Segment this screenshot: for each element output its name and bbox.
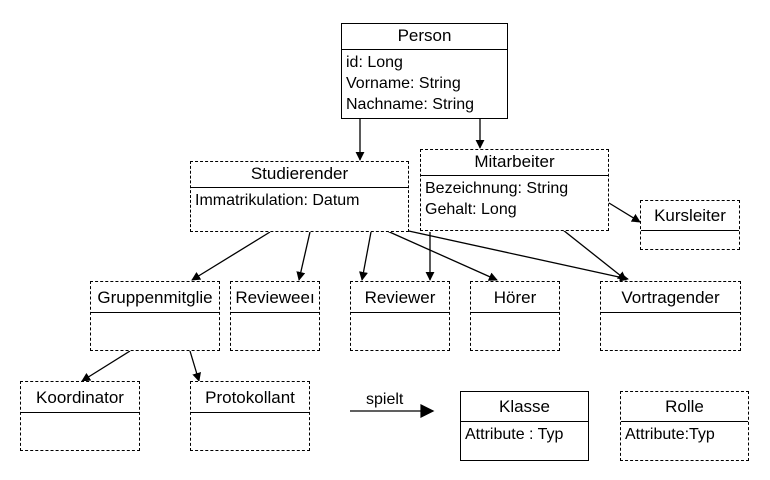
role-vortragender: Vortragender [600, 281, 741, 351]
role-protokollant: Protokollant [190, 381, 310, 451]
arrow-studierender-reviewee [296, 231, 311, 281]
role-hoerer: Hörer [470, 281, 560, 351]
legend-rolle-attribute: Attribute:Typ [625, 426, 715, 443]
role-gruppenmitglied-name: Gruppenmitglie [91, 282, 219, 313]
arrow-mitarbeiter-vortragender [562, 229, 627, 281]
role-protokollant-name: Protokollant [191, 382, 309, 413]
arrow-studierender-gruppenmitglied [191, 231, 271, 281]
legend-klasse-name: Klasse [461, 392, 588, 422]
role-reviewee: Revieweeı [230, 281, 320, 351]
attribute-nachname: Nachname: String [346, 96, 475, 113]
attribute-vorname: Vorname: String [346, 75, 461, 92]
role-gruppenmitglied: Gruppenmitglie [90, 281, 220, 351]
arrow-studierender-vortragender [394, 227, 629, 282]
role-mitarbeiter-attributes: Bezeichnung: String Gehalt: Long [421, 176, 608, 222]
role-studierender-name: Studierender [191, 162, 408, 188]
role-kursleiter-name: Kursleiter [641, 201, 739, 231]
role-studierender: Studierender Immatrikulation: Datum [190, 161, 409, 232]
role-koordinator-name: Koordinator [21, 382, 139, 413]
role-reviewer: Reviewer [350, 281, 450, 351]
arrow-gruppenmitglied-protokollant [189, 350, 201, 382]
attribute-gehalt: Gehalt: Long [425, 201, 517, 218]
attribute-id: id: Long [346, 54, 403, 71]
role-kursleiter: Kursleiter [640, 200, 740, 250]
class-person: Person id: Long Vorname: String Nachname… [341, 23, 508, 119]
class-person-attributes: id: Long Vorname: String Nachname: Strin… [342, 50, 507, 117]
role-hoerer-name: Hörer [471, 282, 559, 313]
arrow-mitarbeiter-kursleiter [608, 202, 641, 223]
arrow-studierender-hoerer [384, 229, 498, 281]
arrow-studierender-reviewer [359, 231, 372, 281]
legend-rolle: Rolle Attribute:Typ [620, 391, 749, 461]
role-mitarbeiter-name: Mitarbeiter [421, 150, 608, 176]
attribute-bezeichnung: Bezeichnung: String [425, 180, 569, 197]
role-studierender-attributes: Immatrikulation: Datum [191, 188, 408, 213]
role-reviewee-name: Revieweeı [231, 282, 319, 313]
role-vortragender-name: Vortragender [601, 282, 740, 313]
role-koordinator: Koordinator [20, 381, 140, 451]
class-person-name: Person [342, 24, 507, 50]
legend-klasse-attribute: Attribute : Typ [465, 426, 564, 443]
attribute-immatrikulation: Immatrikulation: Datum [195, 192, 360, 209]
role-reviewer-name: Reviewer [351, 282, 449, 313]
legend-klasse: Klasse Attribute : Typ [460, 391, 589, 461]
legend-spielt-label: spielt [366, 391, 404, 408]
legend-rolle-name: Rolle [621, 392, 748, 422]
role-mitarbeiter: Mitarbeiter Bezeichnung: String Gehalt: … [420, 149, 609, 231]
arrow-gruppenmitglied-koordinator [81, 350, 131, 382]
